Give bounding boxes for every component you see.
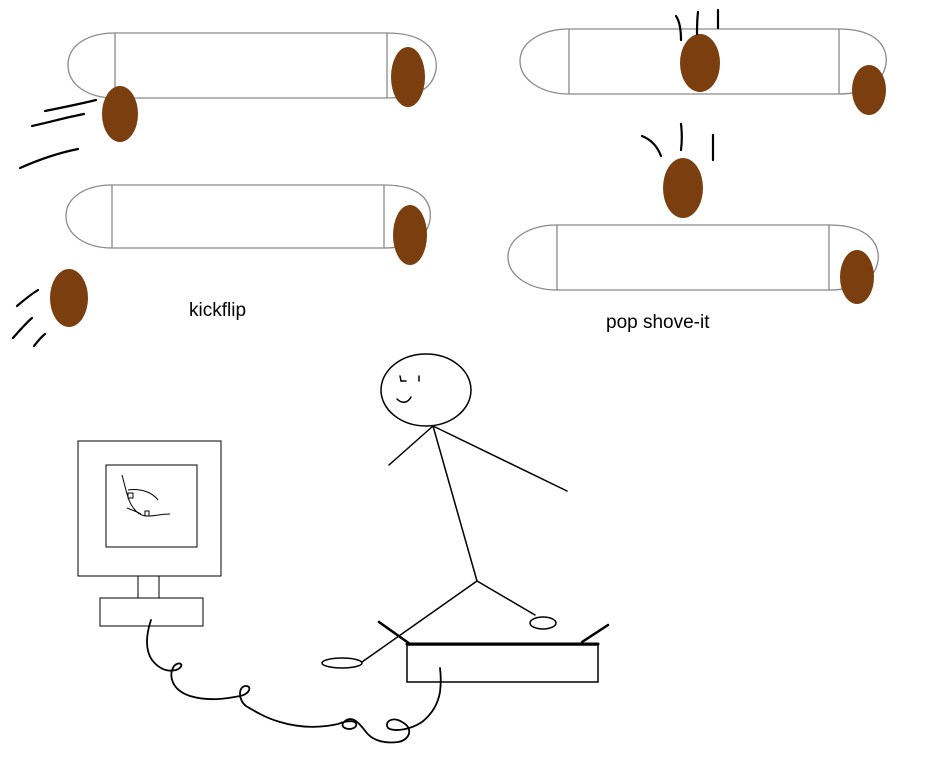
- stick-figure-foot-right: [529, 616, 557, 630]
- shoveit-motion-lines-bottom: [640, 122, 715, 162]
- shoveit-motion-lines-top: [674, 8, 720, 42]
- shoveit-foot-center: [680, 34, 720, 92]
- skateboard-deck: [406, 644, 599, 683]
- stick-figure-body: [432, 425, 478, 582]
- skateboard-nose: [377, 620, 412, 646]
- stick-figure-head: [380, 353, 472, 427]
- stick-figure-smile: [396, 396, 412, 403]
- monitor-stand: [137, 575, 160, 601]
- cable: [146, 619, 442, 744]
- shoveit-foot-tail: [852, 65, 886, 115]
- kickflip-foot-front: [391, 47, 425, 107]
- monitor-screen: [105, 464, 198, 548]
- stick-figure-leg-right: [476, 580, 536, 616]
- stick-figure: [321, 353, 568, 669]
- computer: [77, 440, 222, 627]
- stick-figure-eye-left: [399, 375, 407, 382]
- kickflip-label: kickflip: [189, 300, 247, 321]
- kickflip-foot-flicked: [50, 269, 88, 327]
- skateboard-tail: [580, 623, 610, 644]
- kickflip-board-top: [67, 32, 437, 99]
- stick-figure-arm-right: [432, 425, 568, 492]
- stick-figure-arm-left: [388, 425, 434, 466]
- kickflip-foot-front-2: [393, 205, 427, 265]
- kickflip-motion-lines-top: [18, 98, 98, 170]
- kickflip-board-bottom: [65, 184, 431, 249]
- shoveit-foot-popped: [663, 158, 703, 218]
- stick-figure-leg-left: [361, 580, 478, 663]
- shoveit-foot-tail-2: [840, 250, 874, 304]
- kickflip-foot-back: [102, 86, 138, 142]
- skateboard-platform: [377, 620, 610, 683]
- shoveit-board-bottom: [507, 224, 879, 291]
- stick-figure-foot-left: [321, 657, 363, 669]
- kickflip-motion-lines-bottom: [11, 288, 47, 348]
- pop-shove-it-label: pop shove-it: [606, 312, 710, 333]
- keyboard: [99, 597, 204, 627]
